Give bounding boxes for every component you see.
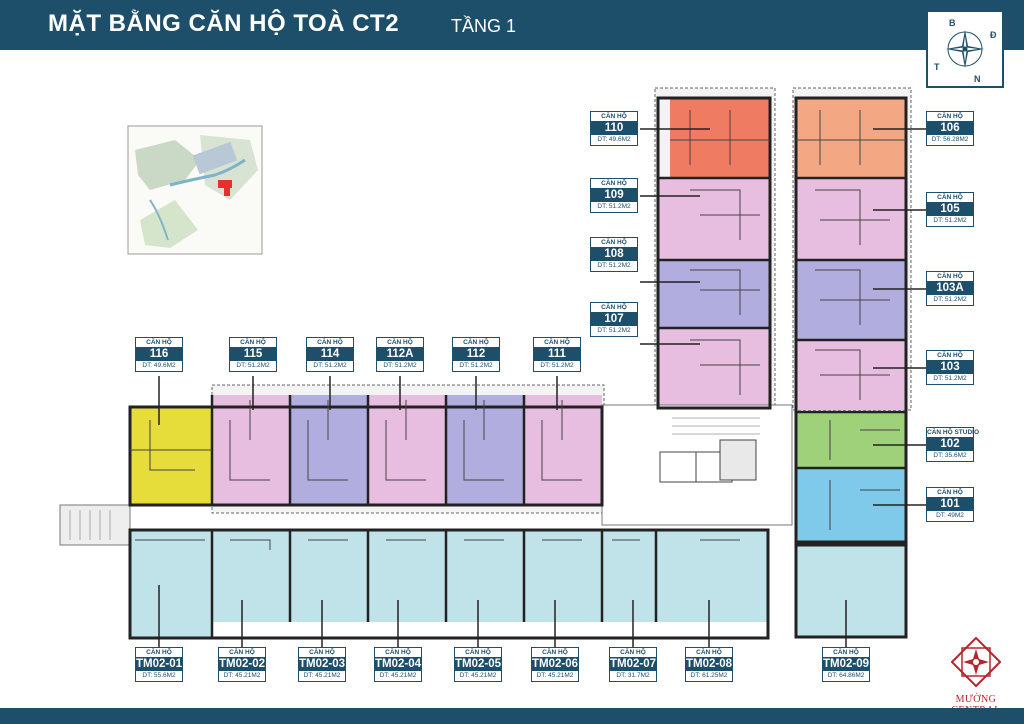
header-bar: MẶT BẰNG CĂN HỘ TOÀ CT2 TẦNG 1 [0, 0, 1024, 50]
floor-label: TẦNG 1 [451, 16, 517, 36]
compass-star-icon [946, 30, 984, 68]
unit-115 [212, 395, 290, 505]
muong-logo-icon [950, 636, 1002, 688]
unit-108 [658, 260, 770, 328]
compass-d-label: Đ [990, 30, 997, 40]
footer-bar [0, 708, 1024, 724]
compass-rose: B Đ T N [926, 10, 1004, 88]
unit-112a [368, 395, 446, 505]
unit-tm02-06 [524, 530, 602, 622]
unit-tm02-04 [368, 530, 446, 622]
unit-102 [796, 412, 906, 468]
unit-tm02-09 [796, 545, 906, 637]
unit-106 [796, 98, 906, 178]
muong-central-logo: MƯỜNG CENTRAL [934, 636, 1018, 716]
unit-112 [446, 395, 524, 505]
page-title: MẶT BẰNG CĂN HỘ TOÀ CT2 [48, 10, 400, 37]
unit-107 [658, 328, 770, 408]
compass-t-label: T [934, 62, 940, 72]
unit-tm02-05 [446, 530, 524, 622]
unit-tm02-03 [290, 530, 368, 622]
unit-tm02-02 [212, 530, 290, 622]
unit-109 [658, 178, 770, 260]
unit-105 [796, 178, 906, 260]
unit-111 [524, 395, 602, 505]
unit-tm02-01 [130, 530, 212, 638]
leader-lines [158, 128, 926, 647]
unit-110 [670, 98, 770, 178]
unit-tm02-08 [656, 530, 768, 622]
unit-tm02-07 [602, 530, 656, 622]
compass-n-label: N [974, 74, 981, 84]
compass-b-label: B [949, 18, 956, 28]
unit-116 [130, 407, 212, 505]
site-map-thumbnail [127, 125, 263, 255]
unit-114 [290, 395, 368, 505]
